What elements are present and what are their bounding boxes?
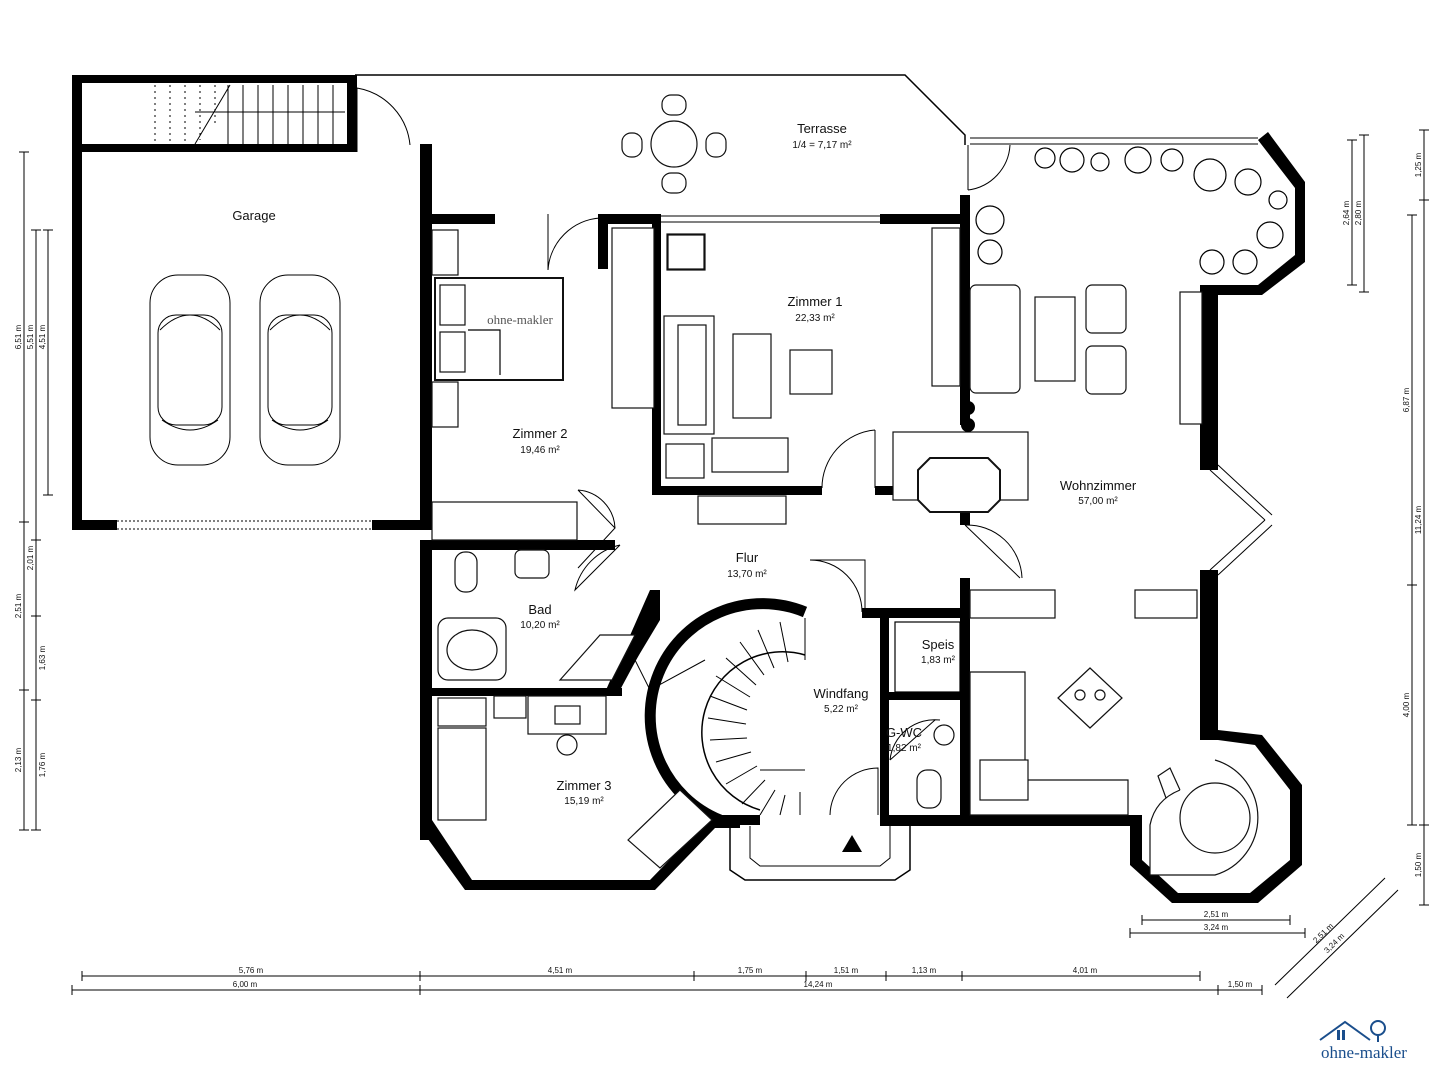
dim-left-mid-1: 5,51 m	[26, 324, 35, 349]
windfang-area: 5,22 m²	[824, 704, 859, 715]
zimmer1-area: 22,33 m²	[795, 313, 835, 324]
dim-left-outer-3: 2,13 m	[14, 747, 23, 772]
bathroom-fixtures	[437, 549, 636, 681]
gwc-name: G-WC	[886, 725, 922, 740]
terrasse-name: Terrasse	[797, 121, 847, 136]
garage-cars	[149, 274, 341, 466]
dim-left-outer-1: 6,51 m	[14, 324, 23, 349]
plants	[667, 146, 1288, 275]
entrance-porch	[729, 826, 911, 881]
kitchen-fixtures	[969, 589, 1259, 876]
dim-right-top-2: 2,80 m	[1354, 200, 1363, 225]
speis-area: 1,83 m²	[921, 655, 956, 666]
dim-bay-1: 2,51 m	[1204, 910, 1229, 919]
terrace-table	[621, 94, 727, 194]
wohnzimmer-name: Wohnzimmer	[1060, 478, 1137, 493]
dim-bottom-2: 4,51 m	[548, 966, 573, 975]
wohnzimmer-furniture	[892, 284, 1203, 513]
zimmer2-area: 19,46 m²	[520, 445, 560, 456]
flur-name: Flur	[736, 550, 759, 565]
ohne-makler-logo: ohne-makler	[1319, 1020, 1407, 1062]
dim-bottom-7: 6,00 m	[233, 980, 258, 989]
flur-area: 13,70 m²	[727, 569, 767, 580]
dim-bottom-6: 4,01 m	[1073, 966, 1098, 975]
dim-right-mid: 6,87 m	[1402, 387, 1411, 412]
dim-left-mid-4: 1,76 m	[38, 752, 47, 777]
speis-name: Speis	[922, 637, 955, 652]
watermark-text: ohne-makler	[487, 312, 553, 327]
bad-area: 10,20 m²	[520, 620, 560, 631]
terrasse-area: 1/4 = 7,17 m²	[792, 140, 852, 151]
dim-bottom-3: 1,75 m	[738, 966, 763, 975]
dim-right-outer-3: 1,50 m	[1414, 852, 1423, 877]
dim-bottom-1: 5,76 m	[239, 966, 264, 975]
bad-name: Bad	[528, 602, 551, 617]
dim-left-mid-2: 2,01 m	[26, 545, 35, 570]
dim-right-lower: 4,00 m	[1402, 692, 1411, 717]
dim-right-top-1: 2,64 m	[1342, 200, 1351, 225]
dimension-lines	[19, 129, 1429, 999]
garage-stairs	[154, 84, 345, 145]
dim-left-inner: 4,51 m	[38, 324, 47, 349]
wohnzimmer-area: 57,00 m²	[1078, 496, 1118, 507]
dim-right-outer-2: 11,24 m	[1414, 506, 1423, 535]
dim-bottom-8: 14,24 m	[804, 980, 833, 989]
windfang-name: Windfang	[814, 686, 869, 701]
logo-text: ohne-makler	[1321, 1043, 1407, 1062]
windows	[117, 137, 1273, 890]
zimmer2-furniture	[431, 229, 578, 541]
zimmer3-name: Zimmer 3	[557, 778, 612, 793]
terrace-outline	[355, 74, 966, 145]
gwc-area: 1,82 m²	[887, 743, 922, 754]
wc-fixtures	[894, 621, 961, 809]
zimmer3-furniture	[437, 695, 713, 869]
doors	[356, 87, 1023, 816]
spiral-staircase	[644, 598, 808, 826]
dim-bottom-4: 1,51 m	[834, 966, 859, 975]
dim-left-outer-2: 2,51 m	[14, 593, 23, 618]
dim-left-mid-3: 1,63 m	[38, 645, 47, 670]
zimmer3-area: 15,19 m²	[564, 796, 604, 807]
dim-right-outer-1: 1,25 m	[1414, 152, 1423, 177]
room-labels: Terrasse 1/4 = 7,17 m² Garage Zimmer 1 2…	[232, 121, 1137, 807]
dim-bottom-5: 1,13 m	[912, 966, 937, 975]
zimmer2-name: Zimmer 2	[513, 426, 568, 441]
dim-bay-2: 3,24 m	[1204, 923, 1229, 932]
garage-name: Garage	[232, 208, 275, 223]
zimmer1-furniture	[611, 227, 961, 525]
zimmer1-name: Zimmer 1	[788, 294, 843, 309]
dim-bottom-9: 1,50 m	[1228, 980, 1253, 989]
